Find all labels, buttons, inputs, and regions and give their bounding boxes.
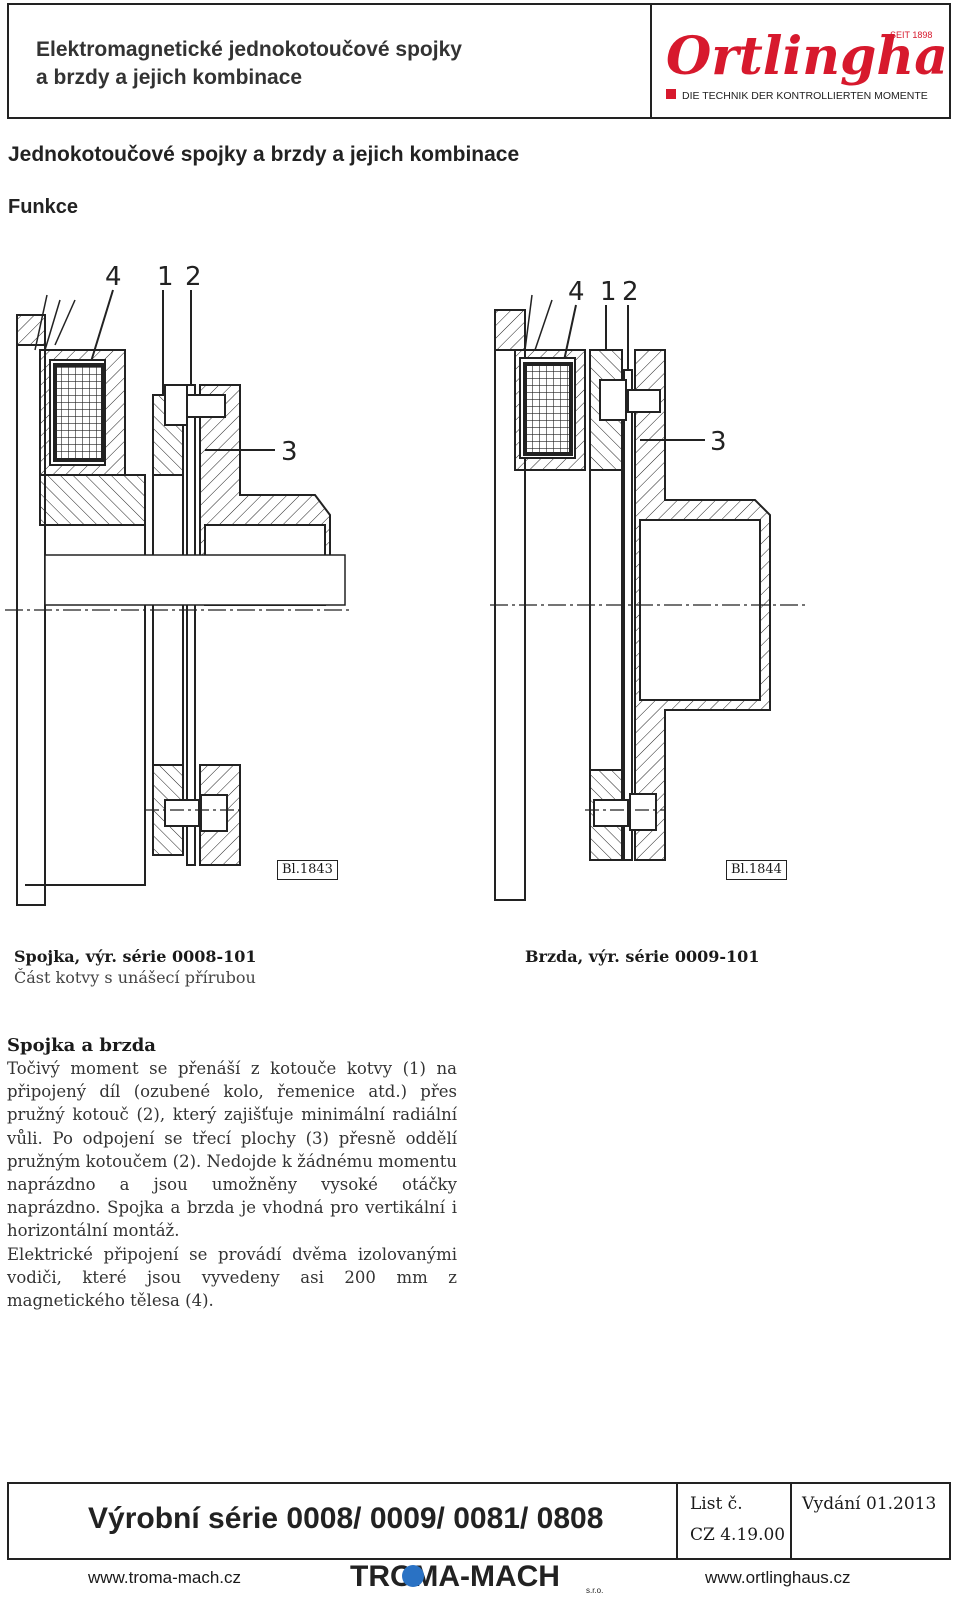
label-3: 3 <box>281 437 298 467</box>
document-title: Elektromagnetické jednokotoučové spojky … <box>36 36 636 92</box>
label-1: 1 <box>600 280 617 307</box>
sheet-number: CZ 4.19.00 <box>690 1525 786 1545</box>
caption-clutch-title: Spojka, výr. série 0008-101 <box>14 947 257 966</box>
caption-clutch-subtitle: Část kotvy s unášecí přírubou <box>14 968 256 987</box>
label-4: 4 <box>568 280 585 307</box>
logo-wordmark: Ortlinghaus <box>666 26 944 87</box>
figure-tag-left: Bl.1843 <box>277 860 338 880</box>
brake-drawing: 4 1 2 3 V <box>490 280 808 901</box>
body-paragraph: Elektrické připojení se provádí dvěma iz… <box>7 1244 457 1311</box>
logo-since: SEIT 1898 <box>890 30 932 40</box>
caption-brake-title: Brzda, výr. série 0009-101 <box>525 947 760 966</box>
label-2: 2 <box>622 280 639 307</box>
label-2: 2 <box>185 262 202 292</box>
ortlinghaus-link[interactable]: www.ortlinghaus.cz <box>705 1568 851 1587</box>
edition: Vydání 01.2013 <box>802 1494 937 1514</box>
troma-mach-link[interactable]: www.troma-mach.cz <box>88 1568 242 1587</box>
sheet-label: List č. <box>690 1494 743 1514</box>
figure-tag-right: Bl.1844 <box>726 860 787 880</box>
footer-frame <box>7 1482 951 1560</box>
header-frame <box>7 3 951 119</box>
globe-icon <box>402 1565 424 1587</box>
partner-logo-sub: s.r.o. <box>586 1586 603 1594</box>
troma-mach-logo: TROMA-MACH s.r.o. <box>350 1560 603 1594</box>
clutch-drawing: 4 1 2 3 <box>5 262 350 906</box>
partner-logo-wordmark: TROMA-MACH <box>350 1560 560 1593</box>
production-series: Výrobní série 0008/ 0009/ 0081/ 0808 <box>88 1502 604 1535</box>
label-4: 4 <box>105 262 122 292</box>
body-text: Točivý moment se přenáší z kotouče kotvy… <box>7 1057 457 1312</box>
header-divider <box>650 3 652 119</box>
label-3: 3 <box>710 427 727 457</box>
page-title: Jednokotoučové spojky a brzdy a jejich k… <box>8 143 520 166</box>
label-1: 1 <box>157 262 174 292</box>
document-title-line1: Elektromagnetické jednokotoučové spojky <box>36 38 462 61</box>
logo-square-icon <box>666 89 676 99</box>
section-title: Funkce <box>8 196 79 218</box>
body-paragraph: Točivý moment se přenáší z kotouče kotvy… <box>7 1059 457 1241</box>
ortlinghaus-logo: Ortlinghaus SEIT 1898 DIE TECHNIK DER KO… <box>666 26 944 102</box>
footer-divider <box>790 1482 792 1560</box>
body-heading: Spojka a brzda <box>7 1035 156 1056</box>
logo-tagline: DIE TECHNIK DER KONTROLLIERTEN MOMENTE <box>682 90 928 102</box>
document-title-line2: a brzdy a jejich kombinace <box>36 66 303 89</box>
footer-divider <box>676 1482 678 1560</box>
